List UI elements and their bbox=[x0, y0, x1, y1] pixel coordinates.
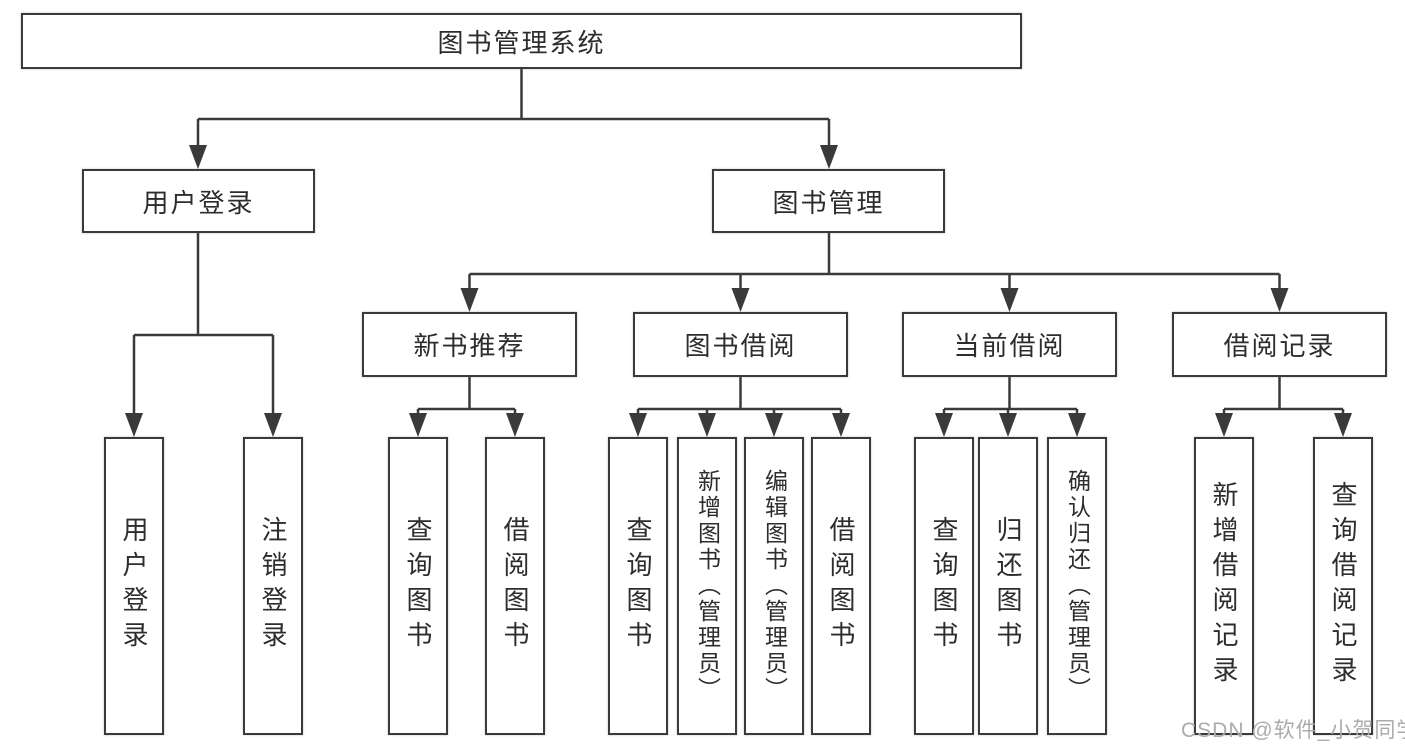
node-label: 图书借阅 bbox=[684, 331, 797, 361]
watermark-text: CSDN @软件_小贺同学 bbox=[1181, 719, 1405, 742]
leaf-confirm-return-admin: 确认归还（管理员） bbox=[1047, 437, 1107, 735]
node-label: 新增借阅记录 bbox=[1209, 481, 1239, 691]
node-label: 编辑图书（管理员） bbox=[761, 469, 788, 703]
arrowhead-icon bbox=[820, 145, 838, 169]
leaf-query-books-recommend: 查询图书 bbox=[388, 437, 448, 735]
node-label: 用户登录 bbox=[119, 516, 149, 656]
arrowhead-icon bbox=[1270, 288, 1289, 312]
arrowhead-icon bbox=[765, 413, 783, 437]
leaf-borrow-books: 借阅图书 bbox=[811, 437, 871, 735]
leaf-logout: 注销登录 bbox=[243, 437, 303, 735]
leaf-user-login: 用户登录 bbox=[104, 437, 164, 735]
edge-borrow-records-fork bbox=[1222, 377, 1345, 414]
arrowhead-icon bbox=[1334, 413, 1352, 437]
node-label: 借阅图书 bbox=[826, 516, 856, 656]
edge-new-book-fork bbox=[416, 377, 517, 414]
node-new-book-recommend: 新书推荐 bbox=[362, 312, 577, 377]
arrowhead-icon bbox=[264, 413, 282, 437]
arrowhead-icon bbox=[935, 413, 953, 437]
node-label: 确认归还（管理员） bbox=[1064, 469, 1091, 703]
node-book-management: 图书管理 bbox=[712, 169, 945, 233]
arrowhead-icon bbox=[125, 413, 143, 437]
node-label: 借阅图书 bbox=[500, 516, 530, 656]
leaf-query-books-current: 查询图书 bbox=[914, 437, 974, 735]
node-label: 图书管理 bbox=[772, 187, 885, 218]
arrowhead-icon bbox=[731, 288, 750, 312]
edge-user-login-fork bbox=[132, 233, 275, 414]
arrowhead-icon bbox=[460, 288, 479, 312]
node-current-borrow: 当前借阅 bbox=[902, 312, 1117, 377]
leaf-query-borrow-record: 查询借阅记录 bbox=[1313, 437, 1373, 735]
edge-current-borrow-fork bbox=[942, 377, 1079, 414]
node-label: 用户登录 bbox=[142, 187, 255, 218]
node-book-borrow: 图书借阅 bbox=[633, 312, 848, 377]
edge-root-fork bbox=[196, 69, 831, 146]
node-root: 图书管理系统 bbox=[21, 13, 1022, 69]
arrowhead-icon bbox=[698, 413, 716, 437]
leaf-borrow-books-recommend: 借阅图书 bbox=[485, 437, 545, 735]
node-label: 借阅记录 bbox=[1223, 331, 1336, 361]
arrowhead-icon bbox=[832, 413, 850, 437]
node-label: 查询图书 bbox=[403, 516, 433, 656]
leaf-return-books: 归还图书 bbox=[978, 437, 1038, 735]
node-label: 图书管理系统 bbox=[437, 27, 606, 58]
arrowhead-icon bbox=[189, 145, 207, 169]
arrowheads-group bbox=[125, 145, 1352, 437]
node-borrow-records: 借阅记录 bbox=[1172, 312, 1387, 377]
leaf-edit-books-admin: 编辑图书（管理员） bbox=[744, 437, 804, 735]
edge-book-management-fork bbox=[468, 233, 1281, 289]
leaf-add-borrow-record: 新增借阅记录 bbox=[1194, 437, 1254, 735]
arrowhead-icon bbox=[1215, 413, 1233, 437]
node-label: 注销登录 bbox=[258, 516, 288, 656]
node-label: 查询图书 bbox=[623, 516, 653, 656]
edge-book-borrow-fork bbox=[636, 377, 843, 414]
leaf-add-books-admin: 新增图书（管理员） bbox=[677, 437, 737, 735]
node-label: 新书推荐 bbox=[413, 331, 526, 361]
arrowhead-icon bbox=[629, 413, 647, 437]
arrowhead-icon bbox=[1068, 413, 1086, 437]
node-label: 归还图书 bbox=[993, 516, 1023, 656]
leaf-query-books-borrow: 查询图书 bbox=[608, 437, 668, 735]
node-label: 查询借阅记录 bbox=[1328, 481, 1358, 691]
arrowhead-icon bbox=[999, 413, 1017, 437]
node-label: 查询图书 bbox=[929, 516, 959, 656]
node-label: 新增图书（管理员） bbox=[694, 469, 721, 703]
arrowhead-icon bbox=[506, 413, 524, 437]
node-label: 当前借阅 bbox=[953, 331, 1066, 361]
arrowhead-icon bbox=[409, 413, 427, 437]
arrowhead-icon bbox=[1000, 288, 1019, 312]
node-user-login: 用户登录 bbox=[82, 169, 315, 233]
